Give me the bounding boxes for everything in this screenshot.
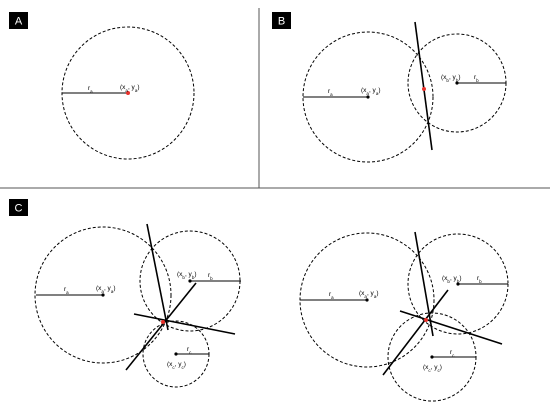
circle-a [302, 31, 434, 163]
center-a-label: (xa, ya) [96, 285, 116, 294]
center-b-label: (xb, yb) [441, 74, 461, 83]
center-a-point [366, 95, 370, 99]
radical-axis-ac-line [125, 282, 197, 371]
panel-b-letter: B [278, 16, 285, 28]
center-a-point [101, 293, 105, 297]
center-b-point [455, 81, 459, 85]
center-a-label: (xa, ya) [359, 290, 379, 299]
center-b-point [188, 279, 192, 283]
center-c-point [430, 355, 434, 359]
radical-axis-bc-line [399, 310, 503, 345]
panel-a-letter: A [15, 16, 23, 28]
center-c-label: (xc, yc) [167, 361, 186, 370]
center-a-label: (xa, ya) [120, 84, 140, 93]
panel-c-letter: C [15, 203, 23, 215]
panel-c-left: ra (xa, ya) rb (xb, yb) rc (xc, yc) [34, 223, 241, 388]
center-a-point [126, 91, 130, 95]
radius-c-label: rc [187, 346, 192, 355]
center-c-point [174, 352, 178, 356]
center-b-label: (xb, yb) [442, 275, 462, 284]
radius-a-label: ra [328, 88, 333, 97]
radical-axis-line [414, 21, 433, 151]
center-a-point [365, 298, 369, 302]
center-c-label: (xc, yc) [423, 364, 442, 373]
panel-c-right: ra (xa, ya) rb (xb, yb) rc (xc, yc) [299, 231, 509, 402]
radius-b-label: rb [474, 74, 479, 83]
intersection-marker [424, 318, 428, 322]
panel-a: ra (xa, ya) [61, 26, 195, 160]
center-b-point [456, 282, 460, 286]
radical-axis-ac-line [382, 289, 449, 376]
panel-a-badge: A [9, 12, 28, 29]
radius-a-label: ra [64, 286, 69, 295]
center-a-label: (xa, ya) [361, 87, 381, 96]
radius-a-label: ra [88, 85, 93, 94]
intersection-marker [422, 87, 426, 91]
radius-b-label: rb [477, 275, 482, 284]
panel-b: ra (xa, ya) rb (xb, yb) [302, 21, 507, 163]
panel-c-badge: C [9, 199, 28, 216]
radius-b-label: rb [208, 272, 213, 281]
radius-a-label: ra [329, 291, 334, 300]
center-b-label: (xb, yb) [177, 271, 197, 280]
radical-axis-bc-line [133, 313, 236, 335]
radical-axis-ab-line [146, 223, 169, 331]
circle-a [34, 226, 172, 364]
intersection-marker [161, 320, 165, 324]
radius-c-label: rc [450, 349, 455, 358]
panel-b-badge: B [272, 12, 291, 29]
radical-axis-ab-line [414, 231, 434, 337]
